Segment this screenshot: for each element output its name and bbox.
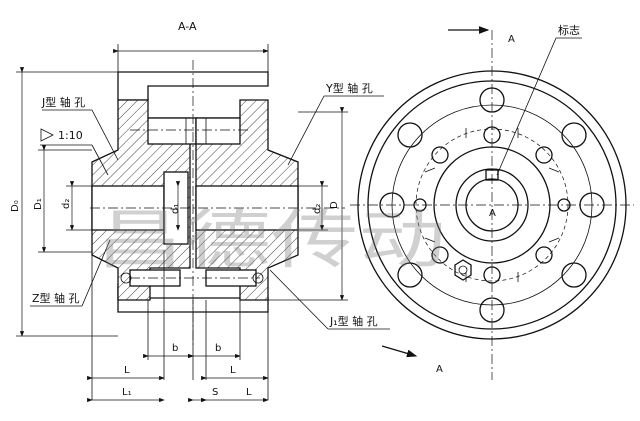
section-title: A-A (178, 20, 197, 33)
end-view: A A A 标志 (350, 23, 634, 380)
dim-d: D (329, 201, 340, 209)
label-z-bore: Z型 轴 孔 (32, 291, 80, 305)
bolt-hole (479, 87, 505, 113)
section-a-bottom: A (436, 364, 443, 375)
dim-l-far-right: L (246, 387, 252, 398)
dim-d2-left: d₂ (61, 199, 72, 209)
dim-d1-inner: d₁ (170, 204, 181, 214)
label-j-bore: J型 轴 孔 (41, 95, 85, 109)
dim-d2-right: d₂ (312, 204, 323, 214)
hex-nut (454, 259, 472, 281)
label-y-bore: Y型 轴 孔 (325, 81, 373, 95)
label-mark: 标志 (558, 23, 580, 37)
section-a-top: A (508, 34, 515, 45)
dim-d0: D₀ (10, 200, 21, 212)
dim-s: S (212, 387, 218, 398)
dim-l-right: L (230, 365, 236, 376)
dim-b-left: b (172, 343, 178, 354)
section-view: A-A (90, 20, 345, 345)
center-a-label: A (489, 208, 496, 219)
dim-l1: L₁ (122, 387, 132, 398)
label-taper: 1:10 (58, 129, 83, 142)
dimensions-bottom: b b L L L₁ S L (87, 250, 269, 403)
dim-l-left: L (124, 365, 130, 376)
dimensions-left: D₀ D₁ d₂ d₁ d₂ D (10, 67, 348, 337)
label-j1-bore: J₁型 轴 孔 (329, 314, 378, 328)
watermark: 昌德传动 (96, 204, 446, 278)
taper-triangle (40, 128, 54, 142)
leader-labels: J型 轴 孔 1:10 Y型 轴 孔 Z型 轴 孔 J₁型 轴 孔 (30, 81, 390, 330)
dim-b-right: b (215, 343, 221, 354)
dim-d1-outer: D₁ (33, 198, 44, 210)
